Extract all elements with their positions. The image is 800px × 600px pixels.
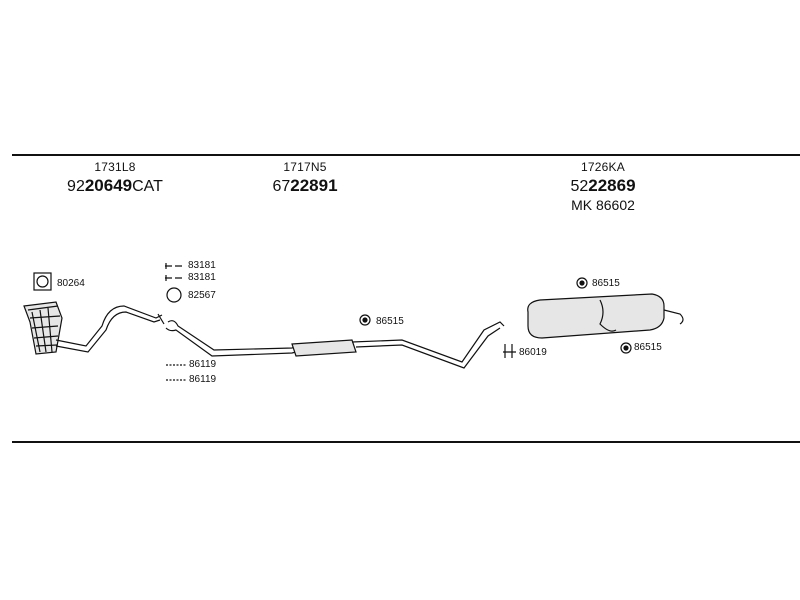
section-rear-mk: MK 86602 xyxy=(571,197,635,213)
section-rear-code: 5222869 xyxy=(553,176,653,196)
clamp-icon xyxy=(165,263,182,269)
rubber-mount-icon xyxy=(359,314,371,326)
gasket-icon xyxy=(33,272,52,291)
code-main: 22869 xyxy=(588,176,636,195)
section-middle-code: 6722891 xyxy=(255,176,355,196)
bottom-rule xyxy=(12,441,800,443)
top-rule xyxy=(12,154,800,156)
code-prefix: 67 xyxy=(272,178,291,195)
label-mount-mid: 86515 xyxy=(376,316,404,327)
section-middle-header: 1717N5 6722891 xyxy=(255,160,355,196)
label-mount-rear-bottom: 86515 xyxy=(634,342,662,353)
section-front-code: 9220649CAT xyxy=(60,176,170,196)
code-prefix: 92 xyxy=(67,178,85,195)
rubber-mount-icon xyxy=(576,277,588,289)
clamp-icon xyxy=(165,275,182,281)
label-bolt-1: 86119 xyxy=(189,359,217,370)
section-front-header: 1731L8 9220649CAT xyxy=(60,160,170,196)
bracket-icon xyxy=(503,344,516,358)
code-main: 20649 xyxy=(84,176,133,195)
rubber-mount-icon xyxy=(620,342,632,354)
label-bracket-rear: 86019 xyxy=(519,347,547,358)
intermediate-pipe-resonator-icon xyxy=(165,320,505,369)
section-front-ref: 1731L8 xyxy=(94,160,136,174)
label-ring: 82567 xyxy=(188,290,216,301)
code-suffix: CAT xyxy=(132,178,163,195)
label-mount-rear-top: 86515 xyxy=(592,278,620,289)
ring-icon xyxy=(166,287,182,303)
front-pipe-catalyst-icon xyxy=(23,301,165,355)
code-main: 22891 xyxy=(290,176,338,195)
code-prefix: 52 xyxy=(570,178,589,195)
section-rear-header: 1726KA 5222869 MK 86602 xyxy=(553,160,653,213)
label-clamp-1: 83181 xyxy=(188,260,216,271)
section-middle-ref: 1717N5 xyxy=(283,160,327,174)
label-bolt-2: 86119 xyxy=(189,374,217,385)
section-rear-ref: 1726KA xyxy=(581,160,625,174)
label-gasket: 80264 xyxy=(57,278,85,289)
label-clamp-2: 83181 xyxy=(188,272,216,283)
rear-muffler-icon xyxy=(527,293,684,339)
